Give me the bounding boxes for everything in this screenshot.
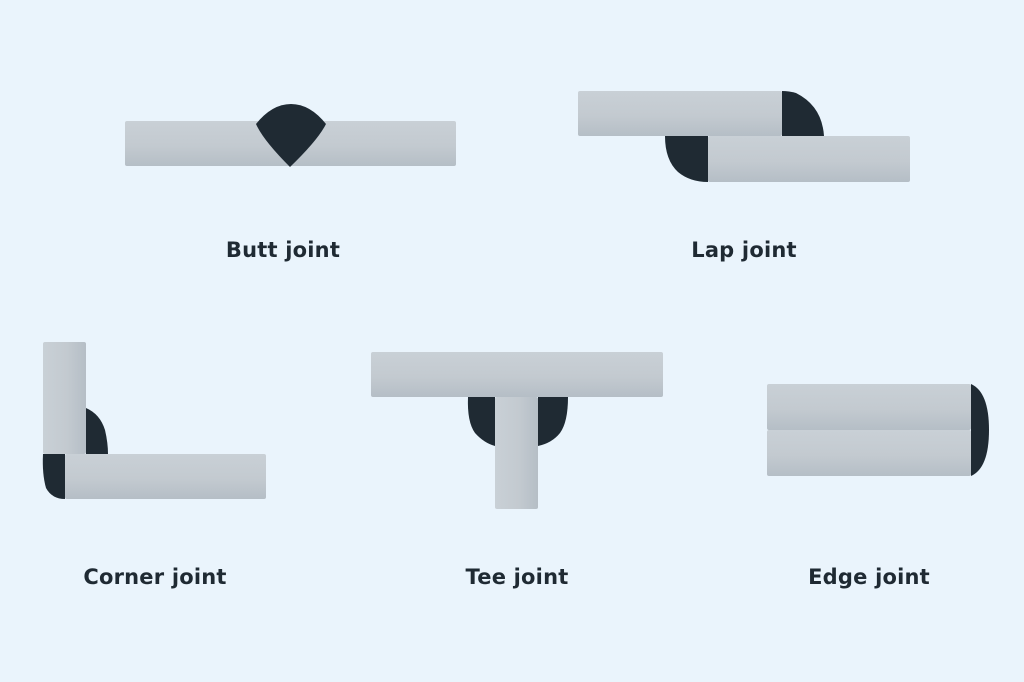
- tee-joint-label: Tee joint: [465, 565, 569, 589]
- corner-joint-diagram: [42, 342, 266, 499]
- edge-weld-bead: [971, 384, 989, 476]
- lap-bottom-plate: [708, 136, 910, 182]
- tee-joint-diagram: [371, 352, 663, 509]
- lap-joint-diagram: [578, 91, 910, 182]
- lap-joint-label: Lap joint: [691, 238, 797, 262]
- lap-lower-weld-bead: [665, 136, 708, 182]
- butt-joint-diagram: [125, 104, 456, 167]
- corner-joint-label: Corner joint: [83, 565, 227, 589]
- edge-top-plate: [767, 384, 971, 430]
- tee-left-weld-bead: [467, 397, 495, 446]
- edge-bottom-plate: [767, 430, 971, 476]
- tee-right-weld-bead: [538, 397, 568, 446]
- corner-horizontal-plate: [65, 454, 266, 499]
- tee-top-plate: [371, 352, 663, 397]
- tee-stem-plate: [495, 397, 538, 509]
- butt-weld-bead: [256, 104, 326, 167]
- corner-inner-weld-bead: [86, 408, 108, 454]
- lap-upper-weld-bead: [782, 91, 824, 136]
- corner-outer-weld-bead: [42, 454, 65, 499]
- corner-vertical-plate: [43, 342, 86, 454]
- butt-joint-label: Butt joint: [225, 238, 341, 262]
- edge-joint-label: Edge joint: [808, 565, 930, 589]
- lap-top-plate: [578, 91, 782, 136]
- edge-joint-diagram: [767, 384, 989, 476]
